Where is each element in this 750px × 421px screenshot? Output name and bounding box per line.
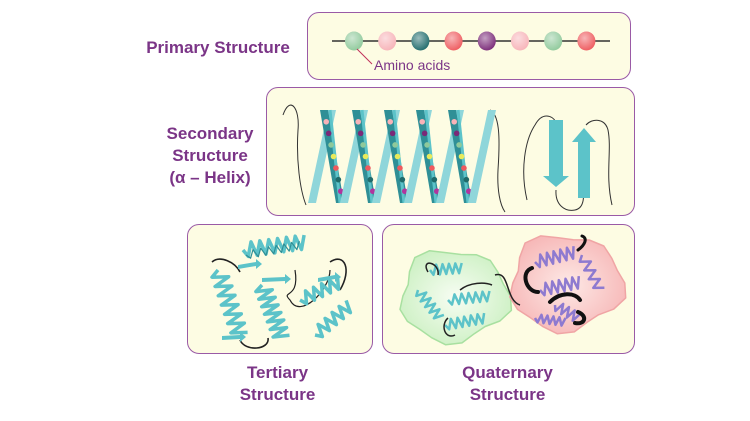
helix-segment xyxy=(533,313,567,327)
primary-chain xyxy=(332,31,610,65)
helix-segment xyxy=(241,234,306,259)
helix-residue-bead xyxy=(333,165,339,171)
secondary-label-line1: Secondary xyxy=(166,124,254,143)
loop xyxy=(329,258,347,291)
helix-residue-bead xyxy=(337,188,344,195)
helix-residue-bead xyxy=(453,130,460,137)
helix-segment xyxy=(447,290,491,306)
beta-arrow xyxy=(318,272,341,282)
amino-acids-pointer xyxy=(356,48,373,65)
helix-residue-bead xyxy=(399,176,406,183)
thick-loop xyxy=(548,292,582,304)
quaternary-label-line1: Quaternary xyxy=(462,363,553,382)
amino-acid-highlight xyxy=(345,31,363,51)
helix-residue-bead xyxy=(389,130,396,137)
loop xyxy=(239,337,269,349)
tertiary-structure-label: Tertiary Structure xyxy=(210,362,345,406)
helix-segment xyxy=(415,289,445,320)
beta-arrow xyxy=(262,274,291,284)
helix-back-ribbon xyxy=(468,110,496,203)
loop xyxy=(425,262,521,337)
helix-segment xyxy=(428,262,463,277)
helix-residue-bead xyxy=(335,176,342,183)
secondary-label-line2: Structure xyxy=(172,146,248,165)
tertiary-label-line1: Tertiary xyxy=(246,363,309,382)
helix-n-terminal-tail xyxy=(282,104,307,206)
primary-structure-label: Primary Structure xyxy=(146,38,290,57)
beta-arrow xyxy=(222,332,246,342)
helix-residue-bead xyxy=(465,188,472,195)
helix-residue-bead xyxy=(433,188,440,195)
amino-acid-highlight xyxy=(544,31,563,51)
helix-residue-bead xyxy=(360,142,366,148)
helix-shade xyxy=(245,240,300,259)
helix-residue-bead xyxy=(325,130,332,137)
helix-residue-bead xyxy=(429,165,435,171)
quaternary-complex xyxy=(399,234,627,346)
helix-residue-bead xyxy=(451,118,458,125)
secondary-structure-label: Secondary Structure (α – Helix) xyxy=(150,123,270,189)
helix-segment xyxy=(539,276,581,297)
alpha-helix-and-beta-sheet xyxy=(282,104,613,213)
thick-loop xyxy=(573,310,587,326)
helix-residue-bead xyxy=(369,188,376,195)
helix-residue-bead xyxy=(394,153,401,160)
helix-residue-bead xyxy=(456,142,462,148)
secondary-label-line3: (α – Helix) xyxy=(169,168,251,187)
helix-residue-bead xyxy=(397,165,403,171)
helix-residue-bead xyxy=(355,118,362,125)
helix-residue-bead xyxy=(328,142,334,148)
helix-residue-bead xyxy=(461,165,467,171)
tertiary-fold xyxy=(210,234,353,349)
amino-acid-highlight xyxy=(378,31,397,51)
helix-residue-bead xyxy=(367,176,374,183)
helix-residue-bead xyxy=(330,153,337,160)
helix-segment xyxy=(534,246,575,269)
amino-acid-highlight xyxy=(444,31,463,51)
helix-segment xyxy=(254,283,290,339)
helix-segment xyxy=(553,302,582,322)
helix-residue-bead xyxy=(357,130,364,137)
amino-acid-highlight xyxy=(577,31,596,51)
helix-segment xyxy=(444,312,486,331)
amino-acid-highlight xyxy=(411,31,430,51)
helix-residue-bead xyxy=(463,176,470,183)
helix-segment xyxy=(299,276,341,306)
helix-residue-bead xyxy=(323,118,330,125)
helix-residue-bead xyxy=(424,142,430,148)
helix-residue-bead xyxy=(421,130,428,137)
helix-segment xyxy=(578,254,605,290)
beta-strand-up xyxy=(572,128,596,198)
helix-residue-bead xyxy=(387,118,394,125)
quaternary-label-line2: Structure xyxy=(469,385,546,404)
thick-loop xyxy=(576,234,587,252)
beta-strand-down xyxy=(543,120,569,187)
beta-loop-right xyxy=(585,119,613,206)
helix-segment xyxy=(314,299,353,339)
helix-c-terminal-tail xyxy=(489,109,506,213)
beta-loop-left xyxy=(523,115,557,201)
helix-residue-bead xyxy=(458,153,465,160)
quaternary-structure-label: Quaternary Structure xyxy=(440,362,575,406)
loop xyxy=(211,258,241,273)
beta-arrow xyxy=(238,259,262,269)
helix-residue-bead xyxy=(362,153,369,160)
helix-residue-bead xyxy=(365,165,371,171)
helix-residue-bead xyxy=(401,188,408,195)
tertiary-label-line2: Structure xyxy=(239,385,316,404)
helix-residue-bead xyxy=(426,153,433,160)
amino-acids-annotation: Amino acids xyxy=(374,57,451,73)
helix-residue-bead xyxy=(392,142,398,148)
helix-segment xyxy=(210,268,248,335)
thick-loop xyxy=(523,266,540,294)
helix-residue-bead xyxy=(431,176,438,183)
amino-acid-highlight xyxy=(477,31,496,51)
helix-residue-bead xyxy=(419,118,426,125)
amino-acid-highlight xyxy=(511,31,529,51)
